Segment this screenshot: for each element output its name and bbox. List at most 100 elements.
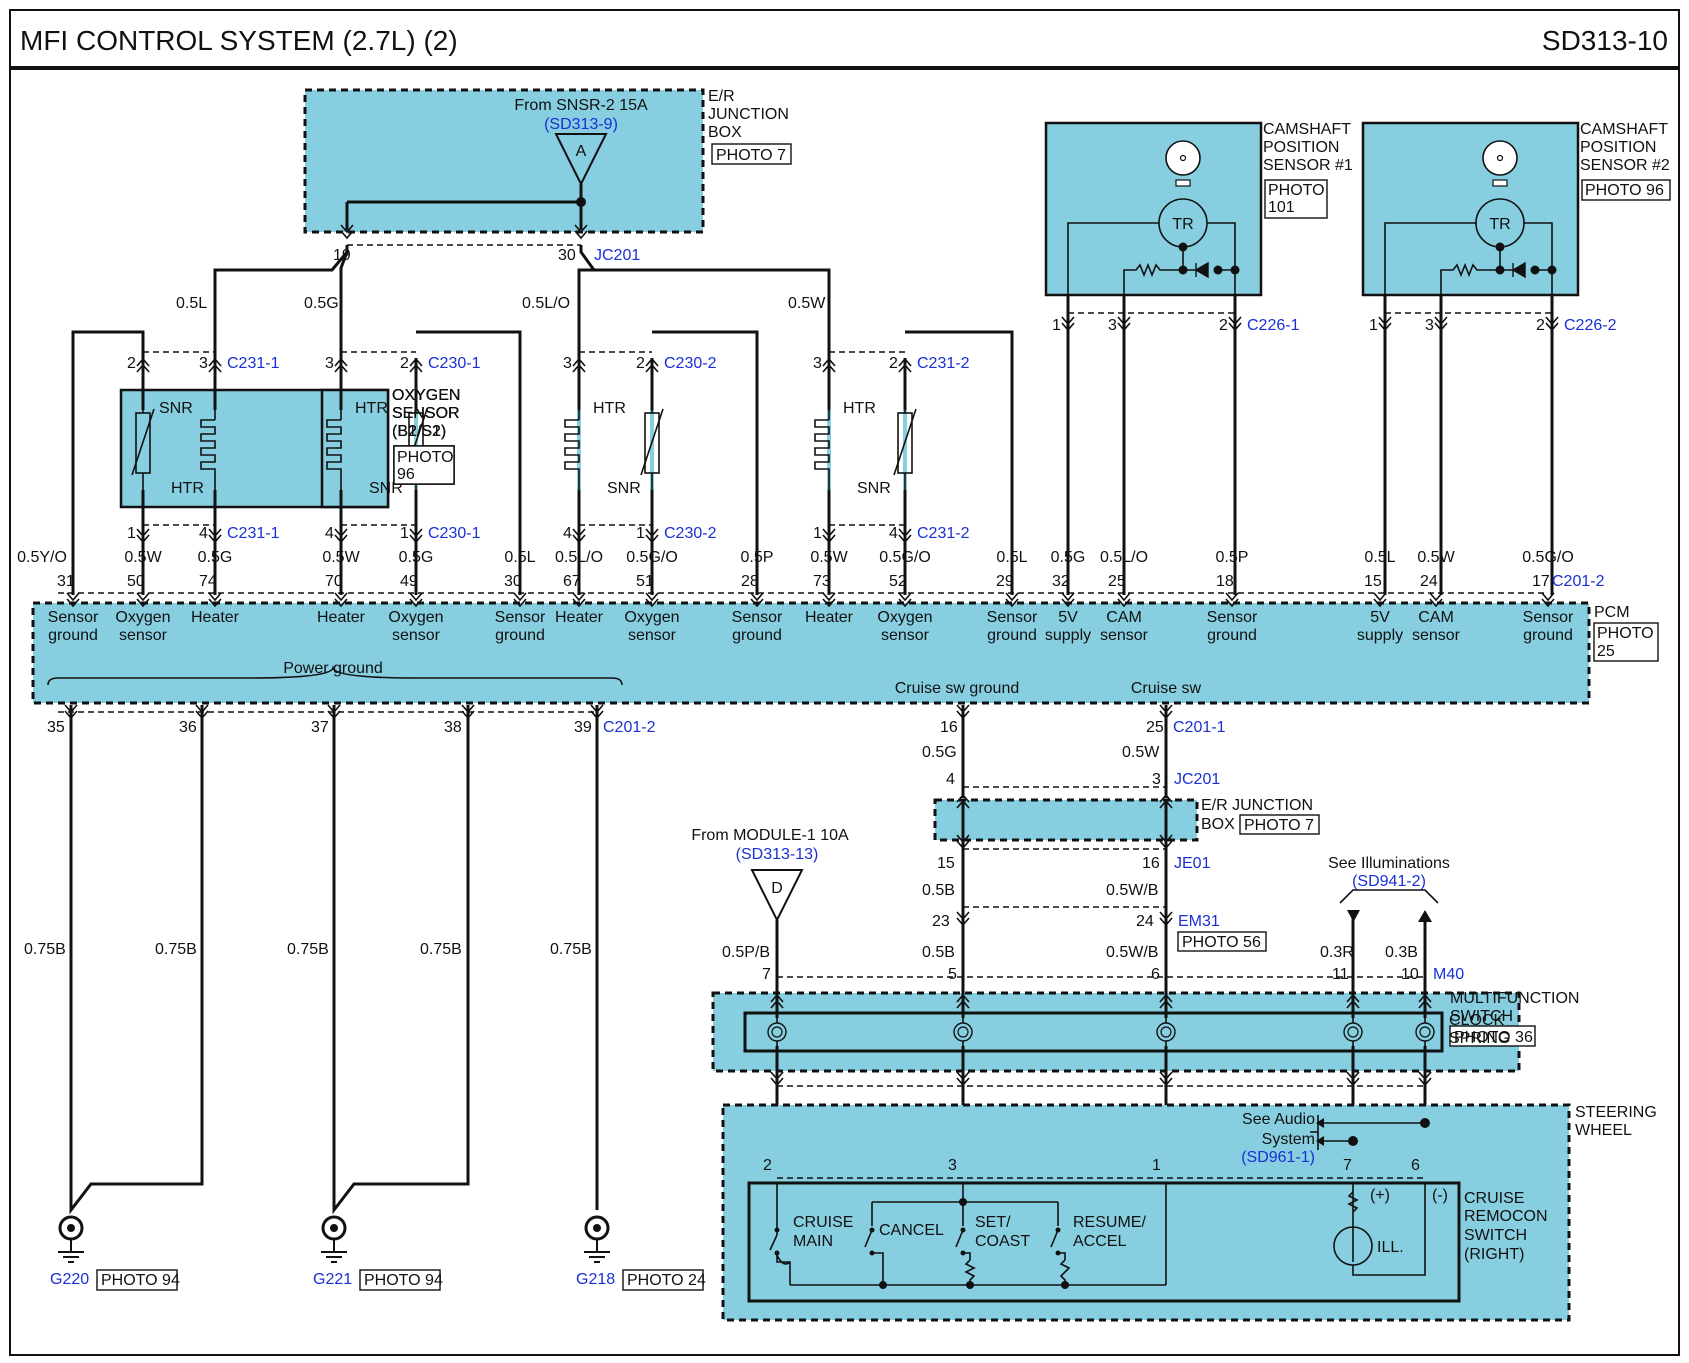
sensor-element-arrow (131, 408, 155, 476)
pcm-wire-label: 0.5P (1216, 549, 1249, 566)
audio-label-2: System (1262, 1131, 1315, 1148)
m40-conn: M40 (1433, 966, 1464, 983)
er-mid-label-2: BOX (1201, 816, 1235, 833)
cam-photo-box (1581, 179, 1671, 201)
cam-conn: C226-1 (1247, 317, 1300, 334)
snsr-source-label: From SNSR-2 15A (514, 97, 648, 114)
pcm-wire-label: 0.5L/O (1100, 549, 1148, 566)
cruise-wire-1a: 0.5G (922, 744, 957, 761)
pcm-terminal-label: Oxygen (624, 609, 679, 626)
cam-pin: 1 (1052, 317, 1061, 334)
power-ground-label: Power ground (283, 660, 383, 677)
source-d-triangle (750, 869, 804, 923)
er-junction-label-1: E/R (708, 88, 735, 105)
cam-gear-hub (1179, 154, 1187, 162)
pcm-terminal-label: sensor (881, 627, 930, 644)
er-top-node (576, 197, 586, 207)
pcm-wire-label: 0.5G/O (879, 549, 931, 566)
em31-photo-box (1177, 931, 1267, 952)
coil-inner (771, 1026, 783, 1038)
outer-wire-2 (416, 330, 522, 595)
o2-bottom-inner-label: SNR (607, 480, 641, 497)
pcm-terminal-label: 5V (1370, 609, 1390, 626)
pcm-pin: 18 (1216, 573, 1234, 590)
heater-element (200, 419, 216, 476)
pcm-pin-38: 38 (444, 719, 462, 736)
top-wire-label-2: 0.5G (304, 295, 339, 312)
pcm-terminal-label: Oxygen (877, 609, 932, 626)
pcm-pin: 32 (1052, 573, 1070, 590)
ground-photo: PHOTO 94 (101, 1272, 180, 1289)
pcm-terminal-label: Sensor (495, 609, 546, 626)
o2-top-pin: 2 (400, 355, 409, 372)
o2-bottom-pin: 1 (636, 525, 645, 542)
er-junction-label-3: BOX (708, 124, 742, 141)
ground-symbol-core (67, 1224, 75, 1232)
pcm-pin: 52 (889, 573, 907, 590)
outer-wire-3 (652, 330, 759, 595)
o2-top-pin: 2 (127, 355, 136, 372)
er-junction-box-top: E/R JUNCTION BOX PHOTO 7 From SNSR-2 15A… (303, 88, 792, 264)
ground-photo-box (622, 1269, 704, 1291)
ground-name: G220 (50, 1271, 89, 1288)
audio-label-1: See Audio (1242, 1111, 1315, 1128)
o2-bottom-pin: 4 (563, 525, 572, 542)
pcm-terminals: 0.5Y/O31Sensorground0.5W50Oxygensensor0.… (17, 549, 1574, 644)
cam-node (1178, 265, 1188, 275)
pcm-pin: 17 (1532, 573, 1550, 590)
pcm: PCM PHOTO 25 C201-2 0.5Y/O31Sensorground… (17, 549, 1659, 705)
o2-label-3: (B1/S1) (392, 423, 446, 440)
sw-label-1: STEERING (1575, 1104, 1657, 1121)
o2-top-conn: C230-2 (664, 355, 717, 372)
mf-photo-box (1449, 1025, 1536, 1047)
top-wire-label-4: 0.5W (788, 295, 826, 312)
cam-label-1: CAMSHAFT (1580, 121, 1668, 138)
ground-bars (58, 1239, 84, 1263)
pcm-pin: 24 (1420, 573, 1438, 590)
cruise-sw-ground-label: Cruise sw ground (895, 680, 1020, 697)
source-a-triangle (554, 133, 608, 187)
pcm-pin-39: 39 (574, 719, 592, 736)
cam-sensor-body (1044, 121, 1263, 297)
cam-magnet (1492, 179, 1508, 187)
pcm-terminal-label: sensor (628, 627, 677, 644)
sw-pin-1: 1 (1152, 1157, 1161, 1174)
steering-wheel (721, 1103, 1571, 1322)
cruise-wire-2b: 0.5W/B (1106, 882, 1158, 899)
source-d-letter: D (771, 880, 783, 897)
cam-diode (1194, 261, 1209, 279)
pcm-terminal-label: CAM (1106, 609, 1142, 626)
sw-label-2: WHEEL (1575, 1122, 1632, 1139)
o2-label-2: SENSOR (392, 405, 460, 422)
je01-conn: JE01 (1174, 855, 1211, 872)
ground-name: G221 (313, 1271, 352, 1288)
pcm-pin: 31 (57, 573, 75, 590)
sensor-element-arrow (893, 408, 917, 476)
o2-top-inner-label: HTR (355, 400, 388, 417)
top-wire-label-3: 0.5L/O (522, 295, 570, 312)
pcm-wire-label: 0.5G/O (626, 549, 678, 566)
er-top-pin-30: 30 (558, 247, 576, 264)
outer-wire-4 (905, 330, 1014, 595)
cam-label-2: POSITION (1263, 139, 1339, 156)
heater-element (814, 419, 830, 476)
m40-pin-11: 11 (1332, 966, 1349, 983)
remocon-label-1: CRUISE (1464, 1190, 1524, 1207)
ground-symbol-core (330, 1224, 338, 1232)
sw-pin-7: 7 (1343, 1157, 1352, 1174)
pcm-photo-box (1593, 622, 1659, 662)
cam-node (1178, 242, 1188, 252)
mf-label-2: SWITCH (1450, 1008, 1513, 1025)
cam-gear-hub (1496, 154, 1504, 162)
pcm-terminal-label: 5V (1058, 609, 1078, 626)
ground-symbol-core (593, 1224, 601, 1232)
diagram-title: MFI CONTROL SYSTEM (2.7L) (2) (20, 25, 458, 56)
